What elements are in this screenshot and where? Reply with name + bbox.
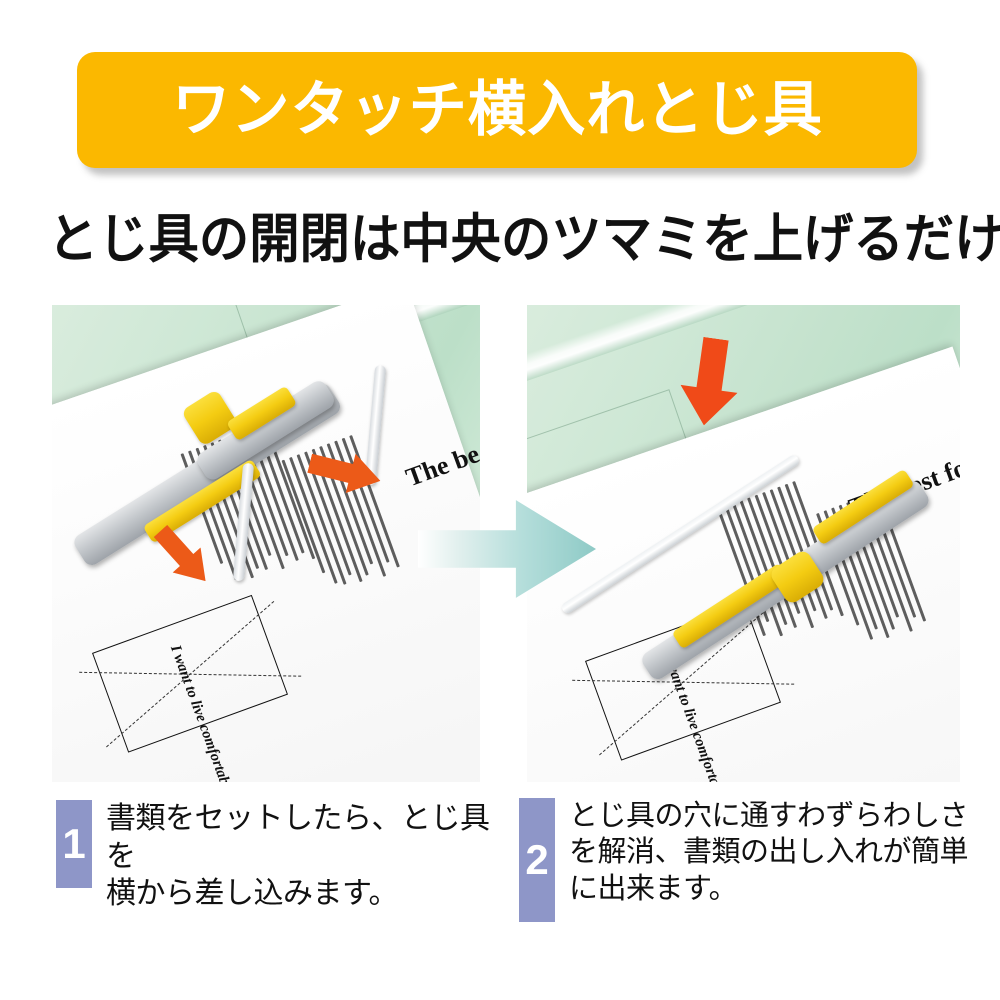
photo-step-2: The best for co I want to live comfortab… [527, 305, 960, 782]
step-2-line-1: とじ具の穴に通すわずらわしさ [569, 800, 969, 832]
step-2-line-2: を解消、書類の出し入れが簡単 [569, 836, 969, 869]
step-2-number-badge: 2 [519, 798, 555, 922]
step-1-number-badge: 1 [56, 800, 92, 888]
step-2-line-3: に出来ます。 [569, 872, 738, 905]
step-1: 1 書類をセットしたら、とじ具を 横から差し込みます。 [56, 800, 506, 913]
step-1-text: 書類をセットしたら、とじ具を 横から差し込みます。 [106, 800, 506, 913]
header-banner-title: ワンタッチ横入れとじ具 [171, 76, 823, 143]
photo-step-1: The be I want to live comfortably. [52, 305, 480, 782]
header-banner: ワンタッチ横入れとじ具 [77, 52, 917, 168]
step-2-text: とじ具の穴に通すわずらわしさ を解消、書類の出し入れが簡単 に出来ます。 [569, 798, 969, 907]
header-banner-surface: ワンタッチ横入れとじ具 [77, 52, 917, 168]
step-1-line-1: 書類をセットしたら、とじ具を [106, 802, 490, 873]
step-1-line-2: 横から差し込みます。 [106, 877, 399, 910]
page-subtitle: とじ具の開閉は中央のツマミを上げるだけ。 [47, 210, 1000, 269]
step-2: 2 とじ具の穴に通すわずらわしさ を解消、書類の出し入れが簡単 に出来ます。 [519, 798, 979, 922]
